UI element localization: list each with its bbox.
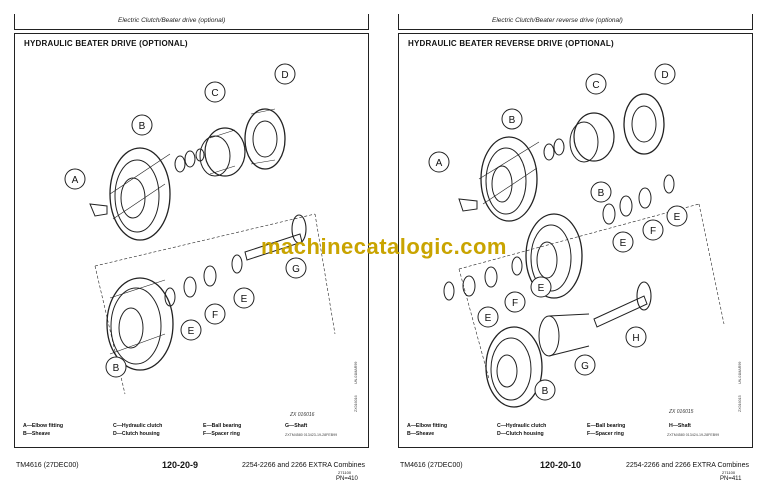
callout-label: G [581, 361, 589, 372]
footer-doc: TM4616 (27DEC00) [400, 462, 463, 469]
callout-E [477, 306, 499, 328]
figure-id: ZX 016015 [669, 409, 694, 415]
callout-label: B [509, 115, 516, 126]
callout-E [180, 319, 202, 341]
legend-item: G—Shaft [285, 423, 308, 429]
callout-G [574, 354, 596, 376]
callout-label: C [211, 88, 218, 99]
callout-label: B [542, 386, 549, 397]
callout-label: E [485, 313, 492, 324]
legend-item: F—Spacer ring [587, 431, 624, 437]
footer-page-number: 120-20-9 [162, 460, 199, 470]
left-page: Electric Clutch/Beater drive (optional) … [14, 14, 369, 482]
figure-reference: ZXTM4580 013423-19-28FEB99 [285, 433, 338, 437]
callout-label: E [674, 212, 681, 223]
callout-F [204, 303, 226, 325]
callout-D [654, 63, 676, 85]
figure-vref: UN-01MAR99 [738, 361, 742, 384]
footer-page-number: 120-20-10 [540, 460, 582, 470]
callout-F [642, 219, 664, 241]
callout-B [105, 356, 127, 378]
callout-A [428, 151, 450, 173]
callout-label: E [538, 283, 545, 294]
legend-item: D—Clutch housing [113, 431, 160, 437]
callout-label: F [650, 226, 656, 237]
callout-label: C [592, 80, 599, 91]
callout-label: E [188, 326, 195, 337]
callout-label: D [281, 70, 288, 81]
callout-label: B [113, 363, 120, 374]
callout-label: F [212, 310, 218, 321]
legend-item: A—Elbow fitting [23, 423, 64, 429]
legend-item: E—Ball bearing [203, 423, 242, 429]
legend-item: E—Ball bearing [587, 423, 626, 429]
callout-label: A [72, 175, 79, 186]
callout-label: B [139, 121, 146, 132]
footer-model: 2254-2266 and 2266 EXTRA Combines [626, 462, 749, 469]
footer-date: 271100 [722, 470, 736, 475]
footer-pn: PN=410 [336, 476, 358, 482]
header-rule [398, 29, 753, 30]
callout-B [501, 108, 523, 130]
legend-item: H—Shaft [669, 423, 691, 429]
footer-model: 2254-2266 and 2266 EXTRA Combines [242, 462, 365, 469]
figure-box: HYDRAULIC BEATER DRIVE (OPTIONAL) [14, 33, 369, 448]
callout-label: F [512, 298, 518, 309]
callout-F [504, 291, 526, 313]
callout-E [612, 231, 634, 253]
figure-title: HYDRAULIC BEATER REVERSE DRIVE (OPTIONAL… [408, 39, 614, 48]
callout-B [534, 379, 556, 401]
page-header: Electric Clutch/Beater drive (optional) [118, 17, 226, 24]
footer-pn: PN=411 [720, 476, 742, 482]
callout-label: A [436, 158, 443, 169]
legend-item: D—Clutch housing [497, 431, 544, 437]
callout-A [64, 168, 86, 190]
callout-label: H [632, 333, 639, 344]
legend-item: B—Sheave [23, 431, 51, 437]
right-page: Electric Clutch/Beater reverse drive (op… [384, 0, 768, 497]
watermark: machinecatalogic.com [261, 234, 507, 259]
footer-date: 271100 [338, 470, 352, 475]
legend-item: C—Hydraulic clutch [113, 423, 163, 429]
footer-doc: TM4616 (27DEC00) [16, 462, 79, 469]
callout-B [131, 114, 153, 136]
callout-label: D [661, 70, 668, 81]
page-header: Electric Clutch/Beater reverse drive (op… [492, 17, 623, 24]
margin-tick [752, 14, 753, 30]
figure-box: HYDRAULIC BEATER REVERSE DRIVE (OPTIONAL… [398, 33, 753, 448]
callout-H [625, 326, 647, 348]
callout-E [233, 287, 255, 309]
figure-legend: A—Elbow fitting B—Sheave C—Hydraulic clu… [407, 423, 744, 441]
callout-label: E [620, 238, 627, 249]
callout-label: G [292, 264, 300, 275]
margin-tick [368, 14, 369, 30]
figure-title: HYDRAULIC BEATER DRIVE (OPTIONAL) [24, 39, 188, 48]
exploded-diagram: A B C D B E F E E F E H G B [428, 63, 725, 408]
legend-item: C—Hydraulic clutch [497, 423, 547, 429]
legend-item: F—Spacer ring [203, 431, 240, 437]
callout-label: E [241, 294, 248, 305]
figure-legend: A—Elbow fitting B—Sheave C—Hydraulic clu… [23, 423, 360, 441]
callout-B [590, 181, 612, 203]
header-rule [14, 29, 369, 30]
figure-vref: ZX016016 [354, 395, 358, 412]
figure-vref: ZX016015 [738, 395, 742, 412]
figure-reference: ZXTM4580 013424-19-28FEB99 [667, 433, 720, 437]
callout-D [274, 63, 296, 85]
callout-G [285, 257, 307, 279]
callout-E [666, 205, 688, 227]
figure-id: ZX 016016 [290, 412, 315, 418]
legend-item: A—Elbow fitting [407, 423, 448, 429]
exploded-diagram: A B C D E F E G B [64, 63, 336, 395]
margin-tick [398, 14, 399, 30]
callout-C [204, 81, 226, 103]
margin-tick [14, 14, 15, 30]
callout-label: B [598, 188, 605, 199]
legend-item: B—Sheave [407, 431, 435, 437]
figure-vref: UN-01MAR99 [354, 361, 358, 384]
callout-C [585, 73, 607, 95]
callout-E [530, 276, 552, 298]
